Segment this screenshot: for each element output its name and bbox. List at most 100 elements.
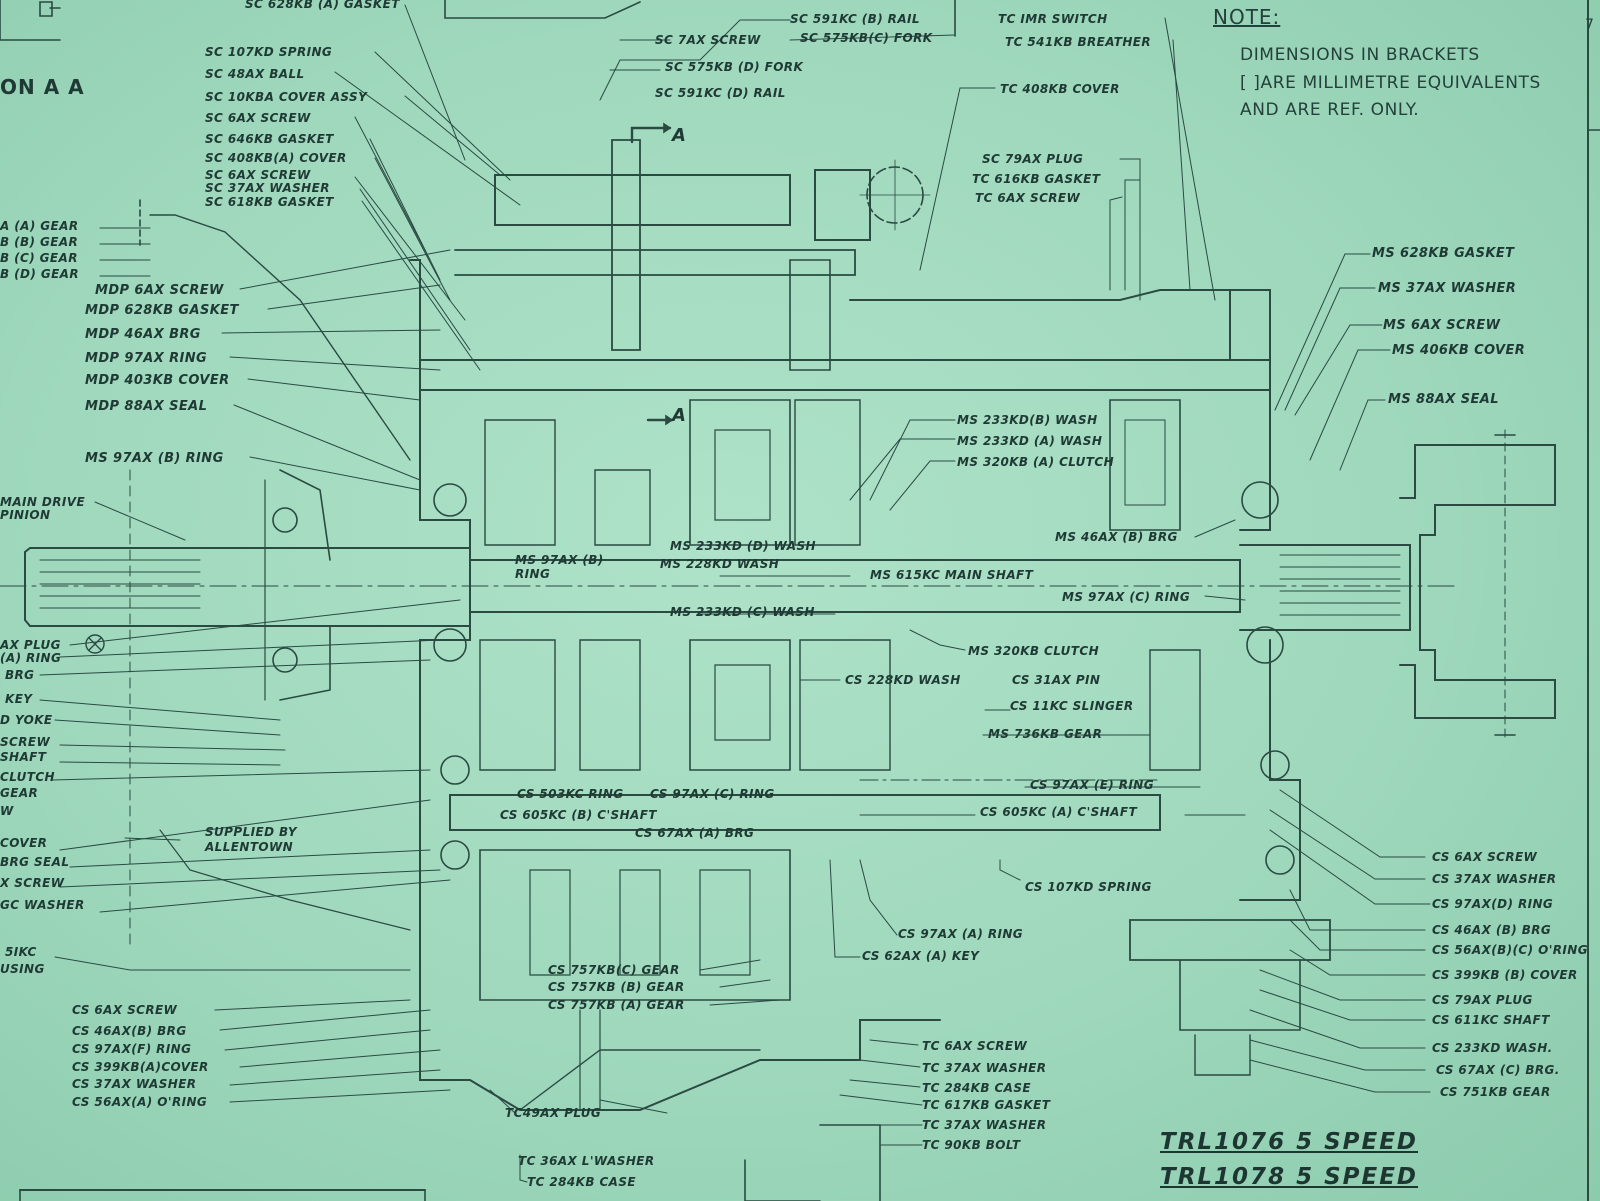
label-sc-48ax-ball: SC 48AX BALL bbox=[205, 67, 305, 81]
label-cs-107kd-spring: CS 107KD SPRING bbox=[1025, 880, 1152, 894]
label-cs-46ax-brg-left: CS 46AX(B) BRG bbox=[72, 1024, 187, 1038]
label-ms-615kc-main-shaft: MS 615KC MAIN SHAFT bbox=[870, 568, 1034, 582]
label-mdp-6ax-screw: MDP 6AX SCREW bbox=[95, 283, 224, 298]
label-cs-97ax-f-ring: CS 97AX(F) RING bbox=[72, 1042, 192, 1056]
label-ms-233kd-b-wash: MS 233KD(B) WASH bbox=[957, 413, 1098, 427]
label-ms-46ax-b-brg: MS 46AX (B) BRG bbox=[1055, 530, 1178, 544]
label-cs-97ax-c-ring: CS 97AX (C) RING bbox=[650, 787, 775, 801]
note-line-1: DIMENSIONS IN BRACKETS bbox=[1240, 45, 1480, 65]
label-tc-6ax-screw: TC 6AX SCREW bbox=[922, 1039, 1028, 1053]
label-ms-97ax-b-ring: MS 97AX (B) RING bbox=[85, 451, 224, 466]
label-sc-7ax-screw: SC 7AX SCREW bbox=[655, 33, 761, 47]
label-5ikc: 5IKC bbox=[5, 945, 37, 959]
label-tc-36ax-lwasher: TC 36AX L'WASHER bbox=[518, 1154, 655, 1168]
label-cs-6ax-screw-left: CS 6AX SCREW bbox=[72, 1003, 178, 1017]
label-ms-228kd-wash: MS 228KD WASH bbox=[660, 557, 780, 571]
label-clutch: CLUTCH bbox=[0, 770, 55, 784]
label-cs-62ax-a-key: CS 62AX (A) KEY bbox=[862, 949, 980, 963]
label-cs-757kb-a-gear: CS 757KB (A) GEAR bbox=[548, 998, 685, 1012]
label-cs-46ax-b-brg-right: CS 46AX (B) BRG bbox=[1432, 923, 1552, 937]
label-cs-37ax-washer-right: CS 37AX WASHER bbox=[1432, 872, 1557, 886]
label-mdp-97ax-ring: MDP 97AX RING bbox=[85, 351, 208, 366]
label-cs-399kb-b-cover: CS 399KB (B) COVER bbox=[1432, 968, 1578, 982]
label-sc-575kb-fork-d: SC 575KB (D) FORK bbox=[665, 60, 804, 74]
label-sc-646kb-gasket: SC 646KB GASKET bbox=[205, 132, 334, 146]
label-cs-97ax-d-ring: CS 97AX(D) RING bbox=[1432, 897, 1554, 911]
label-pinion: PINION bbox=[0, 508, 51, 522]
label-cs-605kc-a-cshaft: CS 605KC (A) C'SHAFT bbox=[980, 805, 1138, 819]
label-cs-79ax-plug: CS 79AX PLUG bbox=[1432, 993, 1533, 1007]
label-cs-605kc-b-cshaft: CS 605KC (B) C'SHAFT bbox=[500, 808, 657, 822]
label-cs-37ax-washer-left: CS 37AX WASHER bbox=[72, 1077, 197, 1091]
label-ms-320kb-clutch: MS 320KB CLUTCH bbox=[968, 644, 1100, 658]
note-line-2: [ ]ARE MILLIMETRE EQUIVALENTS bbox=[1240, 73, 1541, 93]
label-sc-591kc-rail-d: SC 591KC (D) RAIL bbox=[655, 86, 786, 100]
section-mark-mid: A bbox=[672, 405, 687, 426]
label-cs-56ax-a-oring: CS 56AX(A) O'RING bbox=[72, 1095, 208, 1109]
label-ms-233kd-a-wash: MS 233KD (A) WASH bbox=[957, 434, 1103, 448]
label-cs-399kb-a-cover: CS 399KB(A)COVER bbox=[72, 1060, 209, 1074]
label-allentown: ALLENTOWN bbox=[205, 840, 294, 854]
label-sc-591kc-rail-b: SC 591KC (B) RAIL bbox=[790, 12, 920, 26]
label-ax-plug: AX PLUG bbox=[0, 638, 61, 652]
label-cs-67ax-a-brg: CS 67AX (A) BRG bbox=[635, 826, 755, 840]
label-sc-10kba-cover-assy: SC 10KBA COVER ASSY bbox=[205, 90, 368, 104]
label-d-gear: B (D) GEAR bbox=[0, 267, 80, 281]
label-tc-49ax-plug: TC49AX PLUG bbox=[505, 1106, 602, 1120]
label-ms-37ax-washer: MS 37AX WASHER bbox=[1378, 281, 1517, 296]
label-ms-736kb-gear: MS 736KB GEAR bbox=[988, 727, 1103, 741]
label-a-ring: (A) RING bbox=[0, 651, 62, 665]
label-tc-408kb-cover: TC 408KB COVER bbox=[1000, 82, 1120, 96]
label-tc-37ax-washer: TC 37AX WASHER bbox=[922, 1061, 1047, 1075]
label-main-drive: MAIN DRIVE bbox=[0, 495, 86, 509]
label-cs-67ax-c-brg: CS 67AX (C) BRG. bbox=[1436, 1063, 1560, 1077]
label-w: W bbox=[0, 804, 14, 818]
label-ms-97ax-b: MS 97AX (B) bbox=[515, 553, 604, 567]
label-ms-ring: RING bbox=[515, 567, 551, 581]
label-cs-56ax-bc-oring: CS 56AX(B)(C) O'RING bbox=[1432, 943, 1588, 957]
label-cs-97ax-a-ring: CS 97AX (A) RING bbox=[898, 927, 1024, 941]
label-tc-541kb-breather: TC 541KB BREATHER bbox=[1005, 35, 1152, 49]
label-screw: SCREW bbox=[0, 735, 51, 749]
label-ms-88ax-seal: MS 88AX SEAL bbox=[1388, 392, 1499, 407]
label-cs-611kc-shaft: CS 611KC SHAFT bbox=[1432, 1013, 1550, 1027]
label-sc-408kb-cover: SC 408KB(A) COVER bbox=[205, 151, 347, 165]
label-key: KEY bbox=[5, 692, 33, 706]
label-supplied-by: SUPPLIED BY bbox=[205, 825, 298, 839]
label-gear: GEAR bbox=[0, 786, 39, 800]
label-tc-37ax-washer-2: TC 37AX WASHER bbox=[922, 1118, 1047, 1132]
label-tc-imr-switch: TC IMR SWITCH bbox=[998, 12, 1108, 26]
label-ms-406kb-cover: MS 406KB COVER bbox=[1392, 343, 1526, 358]
label-brg-seal: BRG SEAL bbox=[0, 855, 70, 869]
label-sc-628kb-gasket: SC 628KB (A) GASKET bbox=[245, 0, 400, 11]
label-x-screw: X SCREW bbox=[0, 876, 65, 890]
label-c-gear: B (C) GEAR bbox=[0, 251, 78, 265]
label-mdp-628kb-gasket: MDP 628KB GASKET bbox=[85, 303, 239, 318]
label-sc-79ax-plug: SC 79AX PLUG bbox=[982, 152, 1084, 166]
section-mark-top: A bbox=[672, 125, 687, 146]
model-title-2: TRL1078 5 SPEED bbox=[1160, 1164, 1419, 1190]
label-brg: BRG bbox=[5, 668, 35, 682]
label-sc-618kb-gasket: SC 618KB GASKET bbox=[205, 195, 334, 209]
label-cs-751kb-gear: CS 751KB GEAR bbox=[1440, 1085, 1551, 1099]
label-tc-284kb-case: TC 284KB CASE bbox=[922, 1081, 1031, 1095]
label-sc-575kb-fork-c: SC 575KB(C) FORK bbox=[800, 31, 933, 45]
label-gc-washer: GC WASHER bbox=[0, 898, 85, 912]
label-cs-757kb-b-gear: CS 757KB (B) GEAR bbox=[548, 980, 685, 994]
corner-mark: 7 bbox=[1585, 17, 1595, 33]
label-cs-97ax-e-ring: CS 97AX (E) RING bbox=[1030, 778, 1154, 792]
label-tc-616kb-gasket: TC 616KB GASKET bbox=[972, 172, 1101, 186]
label-shaft: SHAFT bbox=[0, 750, 47, 764]
label-ms-320kb-a-clutch: MS 320KB (A) CLUTCH bbox=[957, 455, 1115, 469]
label-cs-228kd-wash: CS 228KD WASH bbox=[845, 673, 961, 687]
note-heading: NOTE: bbox=[1213, 5, 1281, 29]
label-housing: USING bbox=[0, 962, 45, 976]
label-ms-97ax-c-ring: MS 97AX (C) RING bbox=[1062, 590, 1191, 604]
model-title-1: TRL1076 5 SPEED bbox=[1160, 1129, 1419, 1155]
label-cs-6ax-screw-right: CS 6AX SCREW bbox=[1432, 850, 1538, 864]
label-cs-503kc-ring: CS 503KC RING bbox=[517, 787, 624, 801]
label-cs-233kd-wash: CS 233KD WASH. bbox=[1432, 1041, 1553, 1055]
section-label: ON A A bbox=[0, 75, 85, 99]
